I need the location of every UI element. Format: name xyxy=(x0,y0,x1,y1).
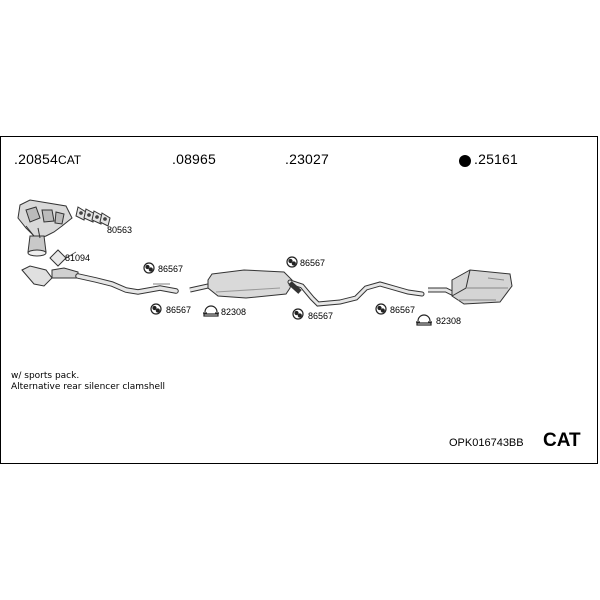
part-label-81094: 81094 xyxy=(65,253,91,263)
note-line-1: w/ sports pack. xyxy=(11,371,80,381)
part-label-86567-e: 86567 xyxy=(390,305,416,315)
kit-code: OPK016743BB xyxy=(449,437,524,449)
note-line-2: Alternative rear silencer clamshell xyxy=(11,382,165,392)
front-pipe-icon xyxy=(21,265,79,287)
part-label-80563: 80563 xyxy=(107,225,133,235)
header-part-23027: .23027 xyxy=(285,151,330,167)
rubber-hanger-icon xyxy=(143,256,387,320)
exhaust-manifold-catalyst-icon xyxy=(17,199,73,257)
header-part-20854: .20854CAT xyxy=(14,151,81,169)
sealing-ring-icon xyxy=(49,249,67,267)
intermediate-pipe-branch xyxy=(288,281,302,294)
pipe-08965 xyxy=(76,274,178,294)
intermediate-pipe xyxy=(288,280,424,306)
bullet-dot-icon xyxy=(459,155,471,167)
header-part-25161: .25161 xyxy=(474,151,519,167)
header-part-20854-suffix: CAT xyxy=(58,153,82,167)
gasket-set-icon xyxy=(75,206,111,227)
part-label-82308-b: 82308 xyxy=(436,316,462,326)
part-label-82308-a: 82308 xyxy=(221,307,247,317)
diagram-frame xyxy=(0,136,598,464)
part-label-86567-a: 86567 xyxy=(158,264,184,274)
cat-badge: CAT xyxy=(543,430,581,451)
centre-silencer-icon xyxy=(189,269,293,299)
rear-silencer-icon xyxy=(428,269,513,305)
leader-lines xyxy=(65,251,170,285)
header-part-08965: .08965 xyxy=(172,151,217,167)
part-label-86567-c: 86567 xyxy=(300,258,326,268)
part-label-86567-b: 86567 xyxy=(166,305,192,315)
header-part-20854-number: .20854 xyxy=(14,151,59,167)
intermediate-pipe-outline xyxy=(287,279,425,307)
pipe-clamp-icon xyxy=(203,305,432,326)
part-label-86567-d: 86567 xyxy=(308,311,334,321)
